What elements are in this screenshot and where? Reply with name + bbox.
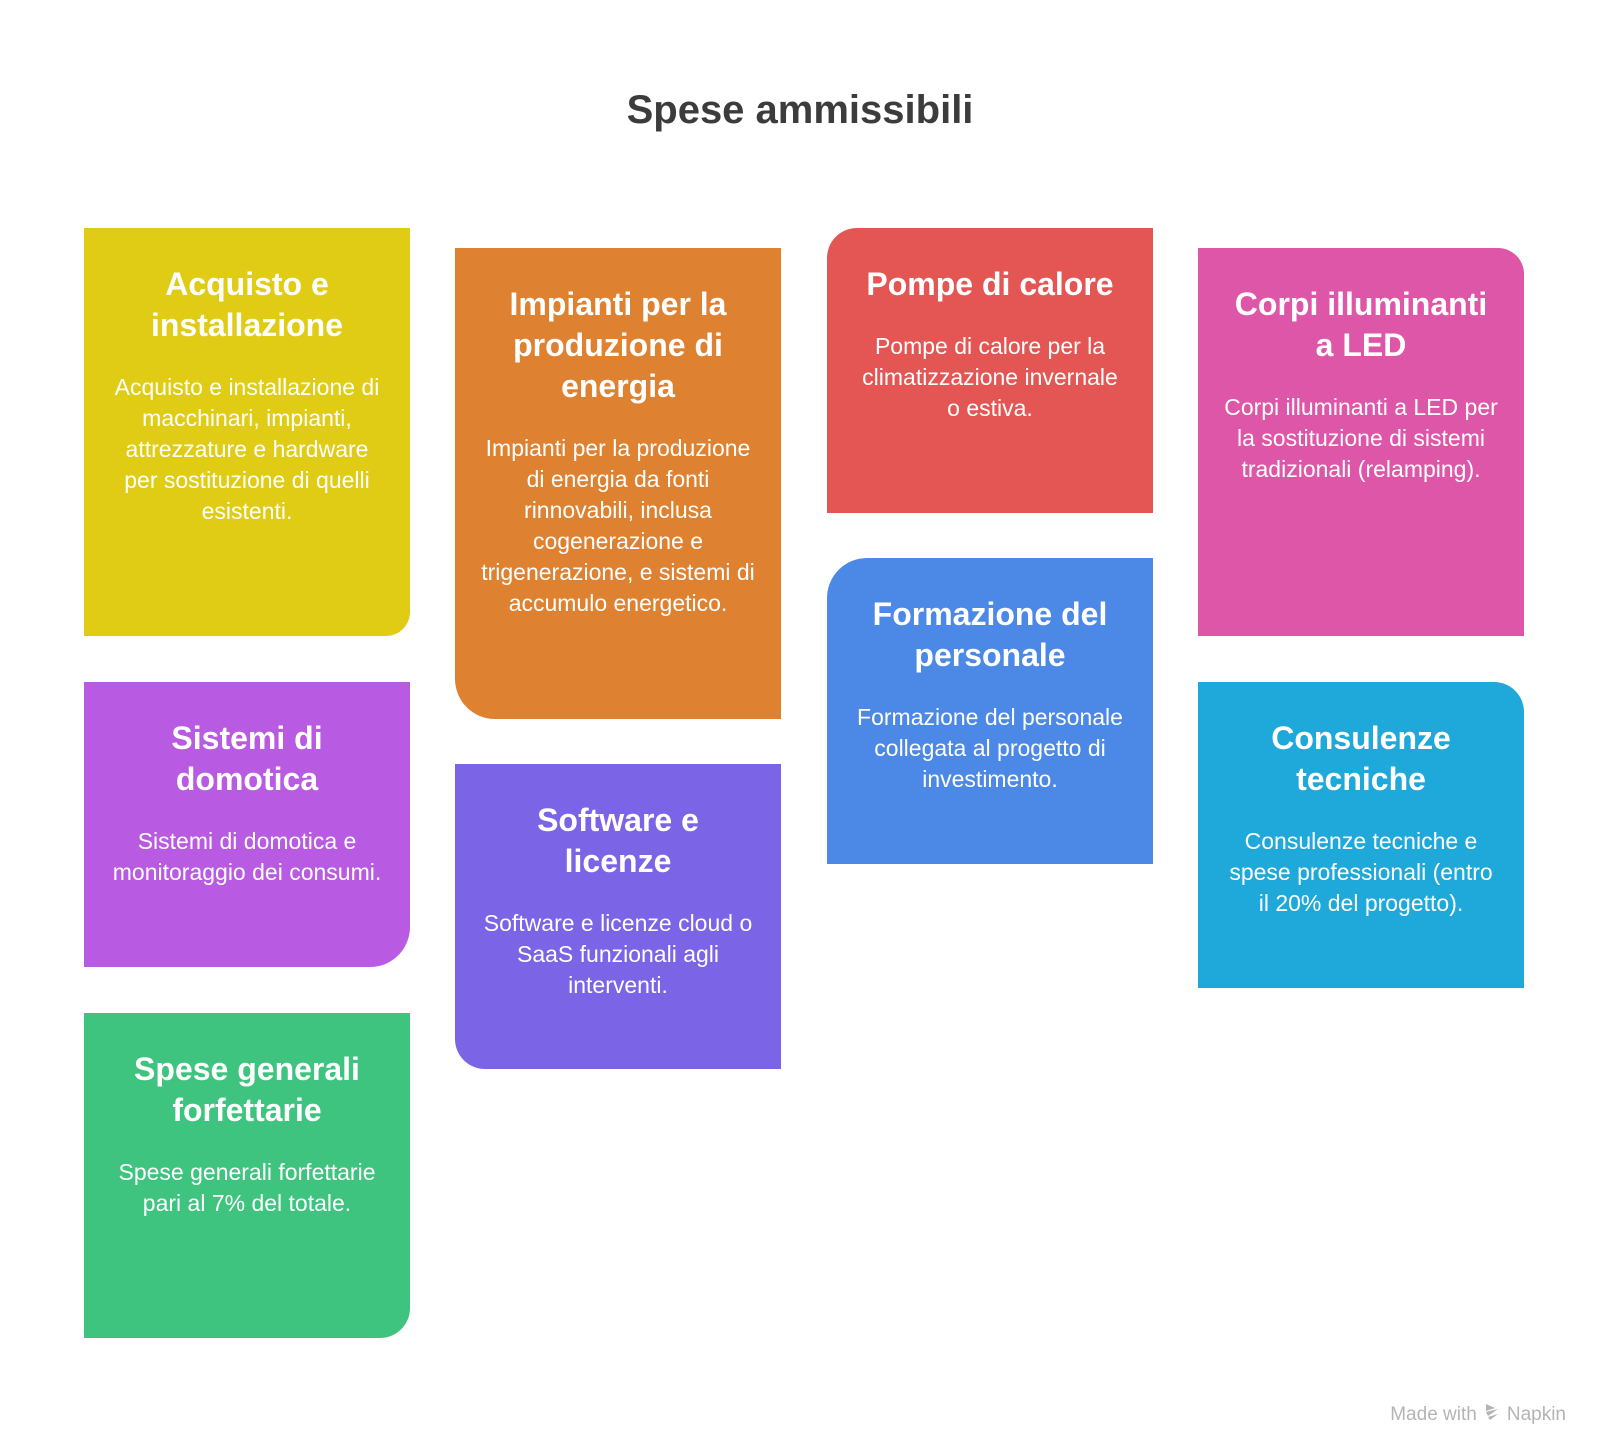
card-heading: Sistemi di domotica xyxy=(171,720,323,797)
card-text: Impianti per la produzione di energia da… xyxy=(481,435,755,616)
napkin-logo-icon xyxy=(1483,1402,1501,1428)
card-text: Sistemi di domotica e monitoraggio dei c… xyxy=(112,828,382,885)
card-text: Acquisto e installazione di macchinari, … xyxy=(114,374,380,524)
card-text: Formazione del personale collegata al pr… xyxy=(857,704,1123,792)
diagram-title: Spese ammissibili xyxy=(626,88,974,132)
card-text: Pompe di calore per la climatizzazione i… xyxy=(862,333,1118,421)
card-text: Consulenze tecniche e spese professional… xyxy=(1229,828,1493,916)
card-text: Corpi illuminanti a LED per la sostituzi… xyxy=(1224,394,1498,482)
napkin-brand: Napkin xyxy=(1506,1404,1566,1425)
napkin-watermark: Made with Napkin xyxy=(1390,1402,1566,1428)
card-heading: Spese generali forfettarie xyxy=(134,1051,360,1128)
card-text: Spese generali forfettarie pari al 7% de… xyxy=(118,1159,376,1216)
card-heading: Corpi illuminanti a LED xyxy=(1234,286,1488,363)
card-heading: Impianti per la produzione di energia xyxy=(509,286,727,404)
card-heading: Software e licenze xyxy=(537,802,699,879)
card-heading: Acquisto e installazione xyxy=(150,266,344,343)
card-text: Software e licenze cloud o SaaS funziona… xyxy=(483,910,753,998)
card-corpi-led: Corpi illuminanti a LED Corpi illuminanti… xyxy=(1198,248,1524,636)
card-heading: Formazione del personale xyxy=(872,596,1108,673)
made-with-label: Made with xyxy=(1390,1404,1477,1425)
card-heading: Pompe di calore xyxy=(866,266,1114,302)
card-heading: Consulenze tecniche xyxy=(1271,720,1451,797)
